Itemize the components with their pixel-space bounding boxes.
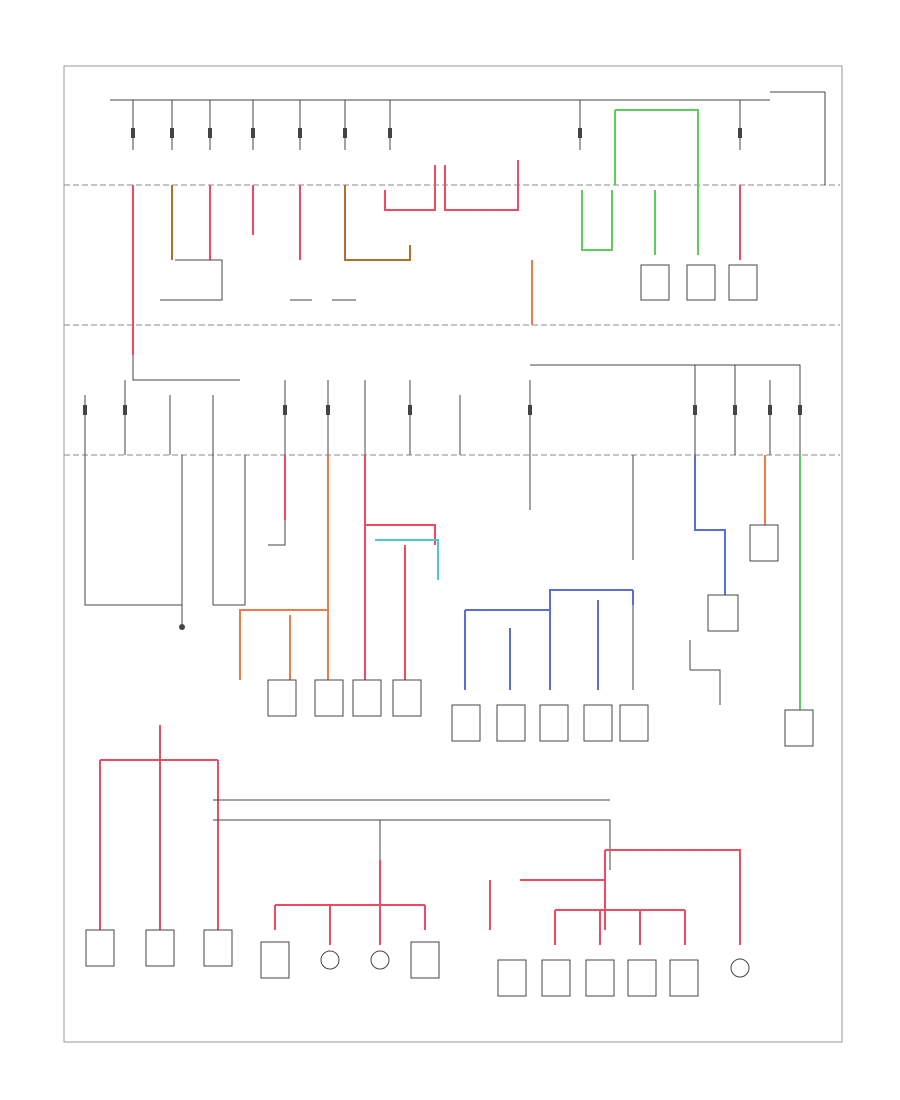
wire-blue-right	[694, 455, 726, 595]
load-m8	[583, 704, 613, 742]
load-b5	[410, 941, 440, 979]
wire-345	[344, 185, 411, 261]
load-m5	[451, 704, 481, 742]
ignition-feed	[132, 355, 240, 381]
wire-orange-bundle	[239, 455, 329, 680]
lamp-b2	[370, 950, 390, 970]
wire-center-drops	[529, 455, 634, 560]
wire-bottom-left	[99, 725, 219, 930]
fuse-drops-middle	[83, 365, 802, 455]
load-b9	[627, 959, 657, 997]
load-b1	[85, 929, 115, 967]
bottom-section	[99, 725, 741, 945]
bottom-loads	[85, 929, 750, 997]
wire-285-switch	[268, 520, 286, 546]
top-loads	[640, 264, 758, 301]
load-b7	[541, 959, 571, 997]
load-b8	[585, 959, 615, 997]
load-m11	[749, 524, 779, 562]
load-m4	[392, 679, 422, 717]
fuse-block-top	[64, 91, 840, 326]
load-b2	[145, 929, 175, 967]
wire-bottom-center	[274, 860, 426, 945]
load-m10	[707, 594, 739, 632]
load-m2	[314, 679, 344, 717]
load-b6	[497, 959, 527, 997]
wire-relay-green	[581, 109, 699, 255]
diagram-frame	[63, 65, 843, 1043]
load-b4	[260, 941, 290, 979]
wire-left-switch	[181, 455, 246, 606]
wire-left-loop	[84, 455, 182, 606]
load-b3	[203, 929, 233, 967]
ground-symbol-left	[179, 624, 185, 630]
load-m6	[496, 704, 526, 742]
load-m12	[784, 709, 814, 747]
wire-relay-red	[384, 160, 519, 211]
fuse-block-middle	[64, 355, 840, 456]
load-m9	[619, 704, 649, 742]
middle-loads	[267, 524, 814, 747]
load-box-3	[728, 264, 758, 301]
load-box-2	[686, 264, 716, 301]
lamp-b1	[320, 950, 340, 970]
top-row-drops	[132, 185, 741, 355]
wire-365	[364, 455, 436, 680]
wire-cyan	[375, 539, 439, 580]
load-m3	[352, 679, 382, 717]
fuse-drops-top	[131, 100, 742, 150]
load-m1	[267, 679, 297, 717]
wire-bottom-right	[489, 849, 741, 945]
connector-box-left	[160, 259, 223, 301]
middle-row-drops	[84, 455, 801, 710]
load-m7	[539, 704, 569, 742]
load-box-1	[640, 264, 670, 301]
lamp-b3	[730, 958, 750, 978]
load-b10	[669, 959, 699, 997]
wire-switch-right	[689, 640, 721, 705]
mid-bus-right	[530, 364, 801, 455]
bottom-bus-2	[213, 819, 611, 870]
wire-blue-bundle	[464, 589, 634, 690]
